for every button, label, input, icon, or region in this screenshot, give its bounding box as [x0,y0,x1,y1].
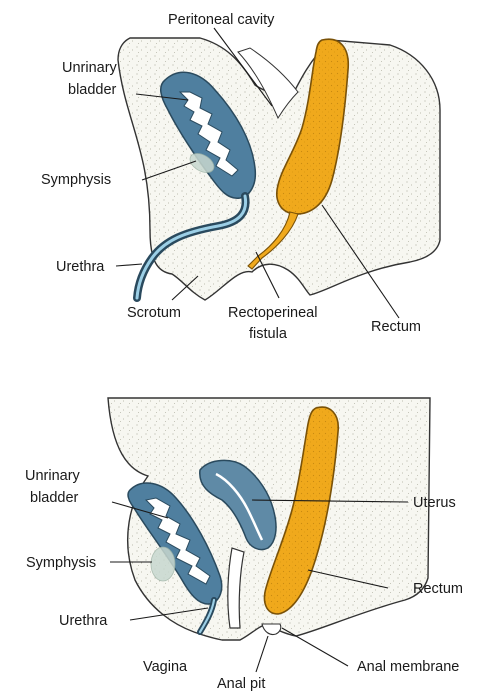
bottom-label-uterus: Uterus [413,495,456,511]
bottom-label-bladder-line1: Unrinary [25,468,81,484]
bottom-leader-anal-pit [256,636,268,672]
bottom-symphysis [151,547,175,581]
top-label-peritoneal-cavity: Peritoneal cavity [168,12,275,28]
top-label-fistula-line1: Rectoperineal [228,305,317,321]
bottom-label-bladder-line2: bladder [30,490,79,506]
bottom-diagram: Unrinary bladder Symphysis Urethra Vagin… [25,398,463,692]
top-label-bladder-line2: bladder [68,82,117,98]
bottom-label-anal-membrane: Anal membrane [357,659,459,675]
bottom-label-anal-pit: Anal pit [217,676,265,692]
bottom-leader-anal-membrane [282,628,348,666]
top-label-urethra: Urethra [56,259,105,275]
bottom-label-symphysis: Symphysis [26,555,96,571]
bottom-label-rectum: Rectum [413,581,463,597]
top-label-symphysis: Symphysis [41,172,111,188]
top-label-rectum: Rectum [371,319,421,335]
top-diagram: Peritoneal cavity Unrinary bladder Symph… [41,12,440,342]
top-label-fistula-line2: fistula [249,326,288,342]
bottom-anal-pit [262,624,281,635]
bottom-label-vagina: Vagina [143,659,188,675]
top-leader-urethra [116,264,142,266]
bottom-label-urethra: Urethra [59,613,108,629]
top-label-bladder-line1: Unrinary [62,60,118,76]
top-label-scrotum: Scrotum [127,305,181,321]
